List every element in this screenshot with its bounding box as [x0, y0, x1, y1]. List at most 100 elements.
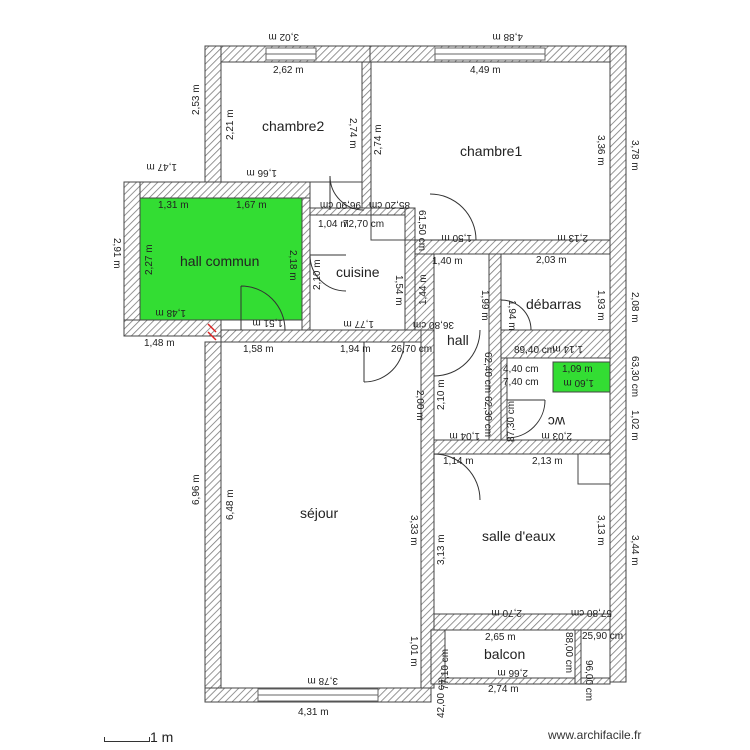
- dim-label: 2,74 m: [488, 684, 519, 695]
- scale-bar: [104, 737, 150, 742]
- dim-label: 1,04 m: [449, 430, 480, 441]
- dim-label: 1,94 m: [506, 300, 517, 331]
- room-sejour: [220, 341, 422, 689]
- windows: [257, 47, 546, 702]
- dim-label: 1,50 m: [441, 232, 472, 243]
- room-chambre2: [220, 61, 363, 183]
- shower-tray: [577, 453, 611, 485]
- dim-label: 2,74 m: [373, 124, 384, 155]
- door-wc: [506, 399, 546, 439]
- door-debarras: [500, 299, 532, 331]
- door-sejour: [363, 341, 405, 383]
- dim-label: 7,40 cm: [503, 377, 539, 388]
- dim-label: 2,70 m: [491, 607, 522, 618]
- dim-label: 2,66 m: [497, 667, 528, 678]
- dim-label: 4,40 cm: [503, 364, 539, 375]
- wall-hallcommun-top: [123, 181, 311, 199]
- room-salle-deaux: [433, 453, 611, 615]
- dim-label: 1,58 m: [243, 344, 274, 355]
- dim-label: 2,03 m: [536, 255, 567, 266]
- wall-wc-bottom: [433, 439, 611, 455]
- label-balcon: balcon: [484, 646, 525, 662]
- door-chambre1: [429, 193, 477, 241]
- dim-label: 2,91 m: [111, 238, 122, 269]
- dim-label: 1,01 m: [408, 636, 419, 667]
- room-cuisine: [309, 214, 406, 331]
- label-wc: wc: [548, 414, 566, 430]
- label-salle-deaux: salle d'eaux: [482, 528, 556, 544]
- dim-label: 62,30 cm: [482, 396, 493, 437]
- dim-label: 6,48 m: [225, 489, 236, 520]
- wall-wc-left: [500, 357, 508, 441]
- door-hall-commun: [240, 285, 286, 331]
- dim-label: 2,03 m: [541, 430, 572, 441]
- dim-label: 1,31 m: [158, 200, 189, 211]
- dim-label: 1,44 m: [418, 274, 429, 305]
- room-debarras-small-highlight: [552, 361, 611, 393]
- room-hall-commun: [139, 197, 303, 321]
- door-cuisine: [309, 254, 347, 292]
- wall-debarras-bottom: [500, 329, 611, 359]
- dim-label: 87,30 cm: [506, 401, 517, 442]
- wall-balcon-right: [574, 629, 582, 685]
- label-cuisine: cuisine: [336, 264, 380, 280]
- dim-label: 6,96 m: [191, 474, 202, 505]
- label-sejour: séjour: [300, 505, 338, 521]
- dim-label: 2,21 m: [225, 109, 236, 140]
- wall-hallcommun-left: [123, 181, 141, 337]
- dim-label: 2,74 m: [347, 118, 358, 149]
- dim-label: 1,47 m: [146, 161, 177, 172]
- wall-chambre2-chambre1: [361, 61, 372, 213]
- dim-label: 1,02 m: [629, 410, 640, 441]
- dim-label: 1,93 m: [595, 290, 606, 321]
- dim-label: 3,33 m: [408, 515, 419, 546]
- wall-hallcommun-right: [301, 197, 311, 331]
- dim-label: 2,08 m: [629, 292, 640, 323]
- wall-hallcommun-bottom: [123, 319, 222, 337]
- dim-label: 36,80 cm: [413, 319, 454, 330]
- dim-label: 3,13 m: [595, 515, 606, 546]
- dim-label: 2,18 m: [287, 250, 298, 281]
- dim-label: 26,70 cm: [391, 344, 432, 355]
- dim-label: 88,00 cm: [563, 632, 574, 673]
- room-balcon: [444, 629, 576, 679]
- dim-label: 4,88 m: [492, 31, 523, 42]
- door-salle-deaux: [433, 453, 481, 501]
- wall-right: [609, 45, 627, 683]
- dim-label: 2,65 m: [485, 632, 516, 643]
- wall-left-lower: [204, 341, 222, 703]
- dim-label: 96,00 cm: [583, 660, 594, 701]
- dim-label: 63,30 cm: [629, 356, 640, 397]
- dim-label: 3,36 m: [595, 135, 606, 166]
- dim-label: 3,02 m: [268, 31, 299, 42]
- interior-walls: [220, 61, 611, 689]
- dim-label: 96,90 cm: [320, 199, 361, 210]
- dim-label: 2,00 m: [414, 390, 425, 421]
- wall-left-upper: [204, 45, 222, 183]
- dim-label: 2,10 m: [436, 379, 447, 410]
- dim-label: 1,66 m: [246, 167, 277, 178]
- dim-label: 2,13 m: [532, 456, 563, 467]
- dim-label: 1,14 m: [552, 343, 583, 354]
- dim-label: 1,60 m: [563, 377, 594, 388]
- dim-label: 1,99 m: [479, 290, 490, 321]
- wall-cuisine-right: [404, 207, 416, 331]
- dim-label: 42,00 cm: [436, 677, 447, 718]
- dim-label: 1,14 m: [443, 456, 474, 467]
- dim-label: 1,40 m: [432, 256, 463, 267]
- label-hall-commun: hall commun: [180, 253, 259, 269]
- dim-label: 2,27 m: [144, 244, 155, 275]
- dimension-labels: 3,02 m 4,88 m 2,62 m 4,49 m 2,53 m 2,21 …: [111, 31, 640, 718]
- door-hall: [433, 329, 481, 377]
- dim-label: 3,13 m: [436, 534, 447, 565]
- site-watermark: www.archifacile.fr: [548, 728, 642, 742]
- dim-label: 62,40 cm: [482, 352, 493, 393]
- dim-label: 2,53 m: [191, 84, 202, 115]
- dim-label: 2,13 m: [557, 232, 588, 243]
- wall-sejour-top: [220, 329, 435, 343]
- dim-label: 1,67 m: [236, 200, 267, 211]
- dim-label: 2,62 m: [273, 65, 304, 76]
- room-chambre1: [370, 61, 611, 241]
